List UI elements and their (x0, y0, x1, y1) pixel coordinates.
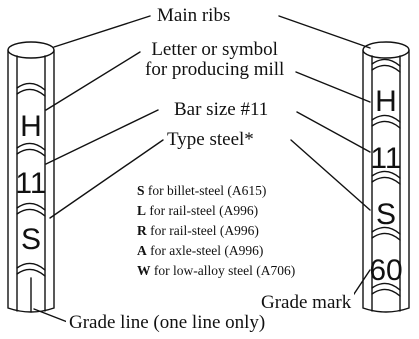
left-bar (7, 41, 55, 313)
right-deformation (371, 120, 401, 129)
left-deformation (16, 88, 46, 97)
left-deformation (16, 82, 46, 91)
legend-text: for billet-steel (A615) (147, 183, 267, 198)
legend-code: L (137, 203, 147, 218)
right-deformation (371, 226, 401, 235)
left-size-mark: 11 (15, 167, 47, 200)
label-main-ribs: Main ribs (154, 6, 234, 26)
right-bar-top (362, 41, 410, 59)
right-deformation (371, 282, 401, 291)
right-deformation (371, 170, 401, 179)
legend-code: A (137, 243, 147, 258)
legend-item: W for low-alloy steel (A706) (137, 261, 295, 281)
right-deformation (371, 232, 401, 241)
label-type-steel: Type steel* (164, 130, 257, 150)
legend-item: A for axle-steel (A996) (137, 241, 295, 261)
leader-size-left (45, 109, 159, 165)
label-grade-mark: Grade mark (258, 293, 355, 313)
right-deformation (371, 176, 401, 185)
right-deformation (371, 114, 401, 123)
label-bar-size: Bar size #11 (171, 100, 272, 120)
right-type-mark: S (375, 198, 396, 231)
leader-lines (33, 15, 371, 324)
legend-code: R (137, 223, 147, 238)
right-mill-mark: H (375, 85, 397, 118)
right-deformation (371, 64, 401, 73)
left-deformation (16, 202, 46, 211)
legend-code: S (137, 183, 145, 198)
legend-text: for axle-steel (A996) (150, 243, 264, 258)
label-producing-mill-line1: Letter or symbol (151, 39, 278, 60)
legend-text: for rail-steel (A996) (150, 223, 259, 238)
label-grade-line: Grade line (one line only) (66, 313, 269, 333)
legend-text: for rail-steel (A996) (149, 203, 259, 218)
left-deformation (16, 268, 46, 277)
legend-item: R for rail-steel (A996) (137, 221, 295, 241)
left-bar-top (7, 41, 55, 59)
left-type-mark: S (20, 223, 41, 256)
label-producing-mill-line2: for producing mill (145, 59, 285, 80)
leader-size-right (296, 111, 371, 153)
legend-text: for low-alloy steel (A706) (153, 263, 296, 278)
leader-main-ribs-left (53, 15, 151, 48)
label-producing-mill: Letter or symbol for producing mill (142, 39, 288, 80)
left-mill-mark: H (20, 110, 42, 143)
left-deformation (16, 148, 46, 157)
right-size-mark: 11 (370, 142, 402, 175)
steel-type-legend: S for billet-steel (A615) L for rail-ste… (137, 181, 295, 281)
leader-mill-left (45, 51, 141, 111)
left-deformation (16, 142, 46, 151)
left-deformation (16, 208, 46, 217)
leader-type-left (49, 139, 164, 219)
leader-type-right (290, 139, 371, 211)
left-deformation (16, 262, 46, 271)
leader-main-ribs-right (278, 15, 371, 49)
right-deformation (371, 288, 401, 297)
right-bar-outline (362, 49, 410, 313)
leader-grade-line (33, 308, 71, 324)
right-grade-mark: 60 (369, 254, 403, 287)
legend-item: L for rail-steel (A996) (137, 201, 295, 221)
legend-item: S for billet-steel (A615) (137, 181, 295, 201)
right-deformation (371, 58, 401, 67)
leader-mill-right (295, 71, 371, 103)
right-bar (362, 41, 410, 313)
legend-code: W (137, 263, 151, 278)
